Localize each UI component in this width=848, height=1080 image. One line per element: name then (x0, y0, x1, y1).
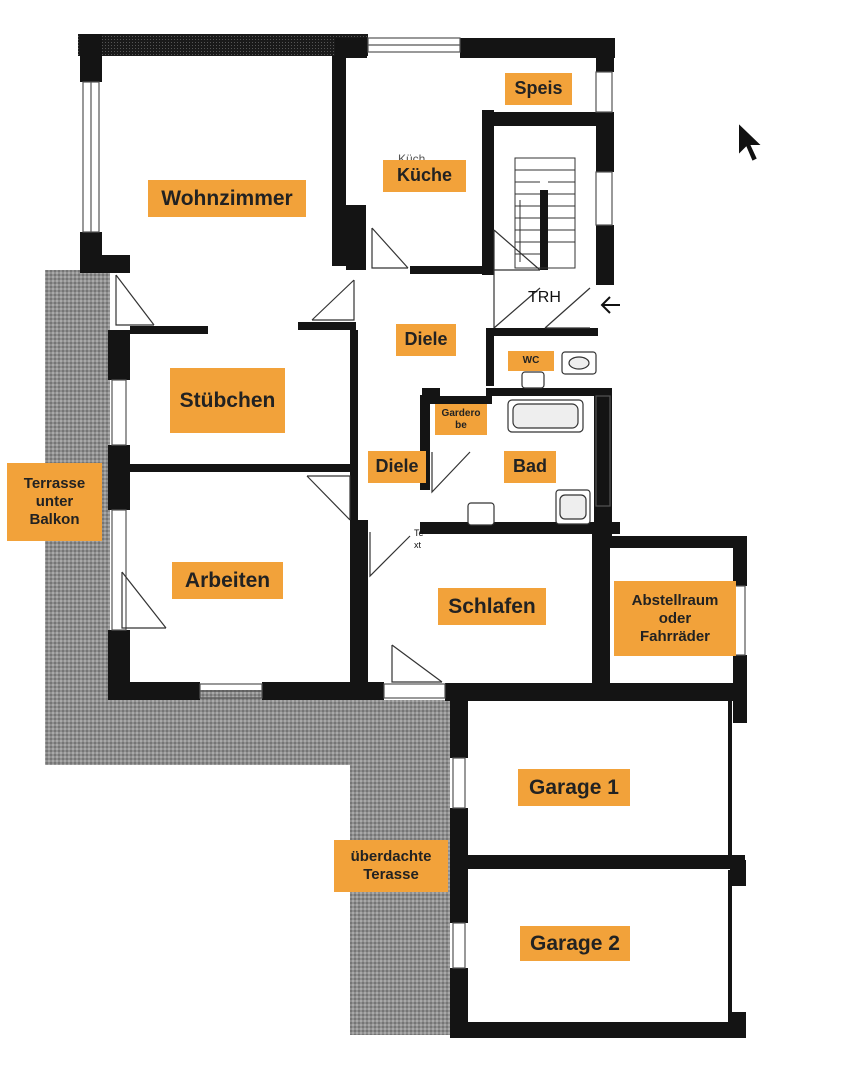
room-label-kueche: Küche (383, 160, 466, 192)
walls (78, 34, 747, 1038)
room-label-garderobe: Gardero be (435, 404, 487, 435)
mouse-pointer-icon (737, 120, 766, 164)
room-label-schlafen: Schlafen (438, 588, 546, 625)
room-label-stuebchen: Stübchen (170, 368, 285, 433)
windows (82, 37, 746, 969)
sanitary-fixtures (467, 351, 597, 526)
door-swings (115, 227, 591, 683)
room-label-diele-lower: Diele (368, 451, 426, 483)
room-label-garage-1: Garage 1 (518, 769, 630, 806)
room-label-diele-upper: Diele (396, 324, 456, 356)
entrance-arrow-icon (600, 296, 620, 314)
staircase (514, 157, 576, 269)
room-label-ueberdachte-terasse: überdachte Terasse (334, 840, 448, 892)
text-note: Te xt (414, 528, 424, 550)
room-label-bad: Bad (504, 451, 556, 483)
room-label-wc: WC (508, 351, 554, 371)
room-label-arbeiten: Arbeiten (172, 562, 283, 599)
room-label-terrasse-balkon: Terrasse unter Balkon (7, 463, 102, 541)
room-label-abstellraum: Abstellraum oder Fahrräder (614, 581, 736, 656)
room-label-speis: Speis (505, 73, 572, 105)
room-label-trh: TRH (528, 289, 561, 306)
room-label-garage-2: Garage 2 (520, 926, 630, 961)
room-label-wohnzimmer: Wohnzimmer (148, 180, 306, 217)
